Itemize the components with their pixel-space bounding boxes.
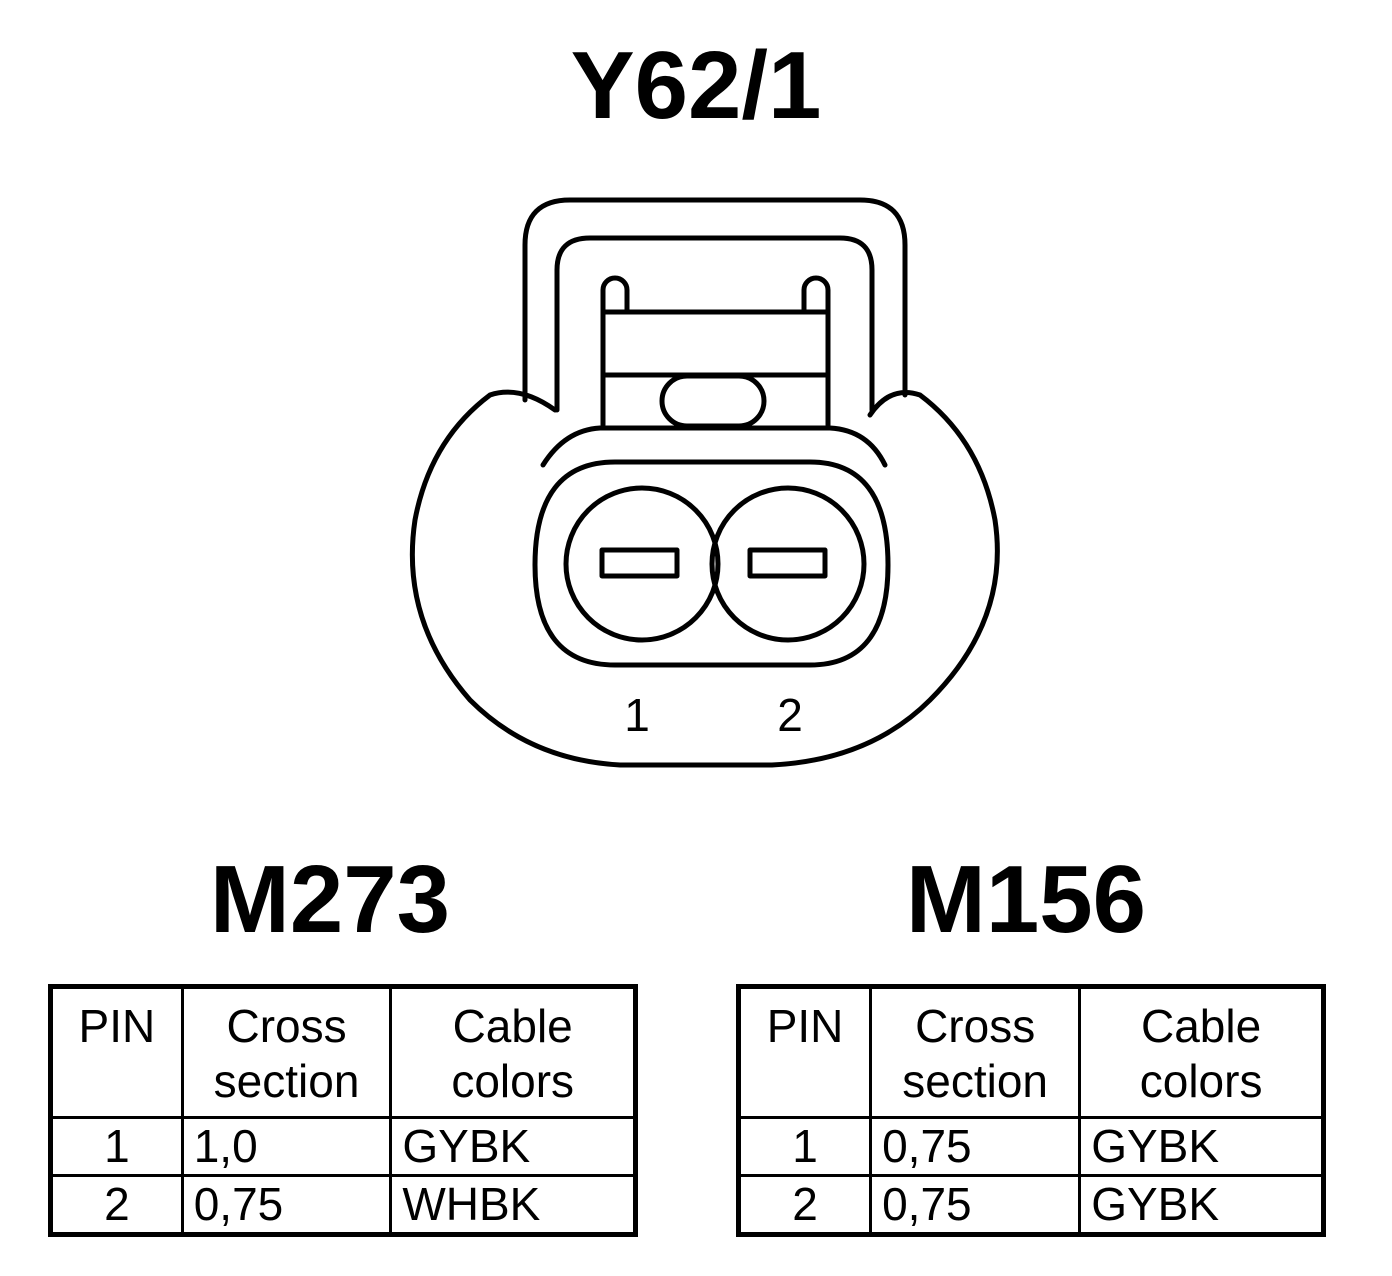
table-row: 2 0,75 GYBK <box>736 1174 1325 1237</box>
table-row: 2 0,75 WHBK <box>49 1174 637 1237</box>
header-pin: PIN <box>736 985 873 1119</box>
pin-1-socket <box>563 485 721 643</box>
latch-tab-left <box>600 275 630 428</box>
m273-title: M273 <box>209 846 451 953</box>
cell-pin: 1 <box>49 1115 184 1178</box>
cell-cross-section: 0,75 <box>869 1174 1082 1237</box>
cell-pin: 2 <box>736 1174 873 1237</box>
table-header-row: PIN Cross section Cable colors <box>49 985 637 1119</box>
latch-slot <box>659 373 767 429</box>
housing-inner <box>540 425 888 468</box>
cell-cable-color: GYBK <box>1078 1174 1325 1237</box>
pin-label-2: 2 <box>777 689 803 741</box>
m273-pin-table: PIN Cross section Cable colors 1 1,0 GYB… <box>48 984 638 1238</box>
pin-cavity <box>532 459 891 668</box>
header-cable-colors: Cable colors <box>1078 985 1325 1119</box>
cell-pin: 2 <box>49 1174 184 1237</box>
cell-cable-color: WHBK <box>389 1174 637 1237</box>
m156-pin-table: PIN Cross section Cable colors 1 0,75 GY… <box>736 984 1326 1238</box>
cell-cable-color: GYBK <box>389 1115 637 1178</box>
pin-label-1: 1 <box>624 689 650 741</box>
connector-drawing: 1 2 <box>409 197 1000 768</box>
header-cable-colors: Cable colors <box>389 985 637 1119</box>
latch-inner <box>554 235 875 413</box>
cell-cross-section: 1,0 <box>180 1115 393 1178</box>
pin-2-terminal <box>747 547 828 579</box>
cell-cross-section: 0,75 <box>869 1115 1082 1178</box>
cell-pin: 1 <box>736 1115 873 1178</box>
pin-1-terminal <box>599 547 680 579</box>
table-row: 1 0,75 GYBK <box>736 1115 1325 1178</box>
connector-title: Y62/1 <box>570 32 822 139</box>
table-row: 1 1,0 GYBK <box>49 1115 637 1178</box>
header-cross-section: Cross section <box>869 985 1082 1119</box>
pin-2-socket <box>709 485 867 643</box>
cell-cross-section: 0,75 <box>180 1174 393 1237</box>
header-cross-section: Cross section <box>180 985 393 1119</box>
latch-tab-right <box>801 275 831 428</box>
header-pin: PIN <box>49 985 184 1119</box>
cell-cable-color: GYBK <box>1078 1115 1325 1178</box>
housing-body <box>409 389 1000 768</box>
latch-outer <box>522 197 908 403</box>
m156-title: M156 <box>905 846 1147 953</box>
table-header-row: PIN Cross section Cable colors <box>736 985 1325 1119</box>
